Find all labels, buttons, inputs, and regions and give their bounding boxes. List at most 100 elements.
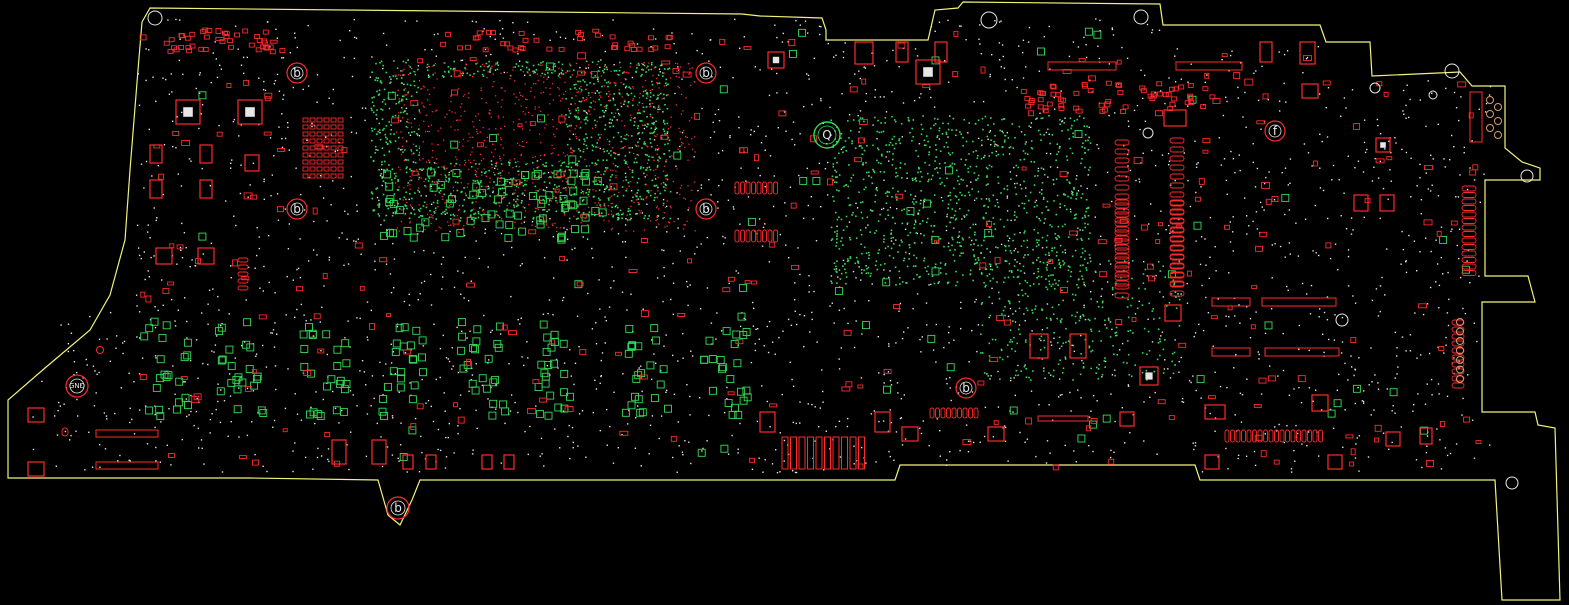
pad <box>665 391 667 393</box>
pad <box>1244 91 1246 94</box>
via <box>1072 132 1074 135</box>
pad <box>77 415 79 417</box>
via <box>373 96 375 98</box>
pad <box>1040 339 1042 342</box>
via <box>1097 305 1100 308</box>
pad <box>1463 146 1465 149</box>
pad <box>967 132 969 134</box>
pad <box>985 198 988 200</box>
via <box>373 128 376 130</box>
via <box>1151 264 1154 267</box>
pad <box>1260 393 1263 395</box>
via <box>848 164 850 166</box>
via <box>990 165 993 168</box>
pad <box>1440 256 1442 259</box>
via <box>988 231 990 233</box>
pad <box>1225 179 1228 182</box>
pad <box>151 175 153 177</box>
via <box>665 174 667 177</box>
via <box>497 172 500 175</box>
pad <box>1489 444 1491 446</box>
pad <box>1087 174 1089 176</box>
pad <box>1085 56 1088 59</box>
via <box>881 155 883 157</box>
pad <box>106 338 108 340</box>
pad <box>546 210 548 213</box>
via <box>436 199 439 202</box>
via <box>869 231 871 233</box>
via <box>832 195 834 198</box>
pad <box>1033 272 1035 275</box>
pad <box>119 454 121 457</box>
via <box>1041 117 1044 119</box>
pad <box>1214 430 1216 432</box>
via <box>1029 285 1031 287</box>
pad <box>595 322 597 324</box>
via <box>633 95 636 98</box>
pad <box>55 465 57 467</box>
via <box>922 220 924 222</box>
pad <box>1362 171 1365 173</box>
pad <box>419 135 421 137</box>
pad <box>391 454 394 456</box>
pad <box>671 32 673 34</box>
via <box>860 211 863 214</box>
via <box>998 297 1001 300</box>
via <box>1103 360 1106 362</box>
via <box>618 114 621 116</box>
pad <box>898 66 900 68</box>
pad <box>1374 157 1376 160</box>
pad <box>475 363 477 365</box>
via <box>960 158 962 161</box>
pad <box>783 111 786 113</box>
pad <box>1069 391 1071 394</box>
pad <box>691 33 693 35</box>
via <box>598 171 600 173</box>
pad <box>1467 374 1469 376</box>
via <box>1075 322 1077 324</box>
via <box>883 238 885 241</box>
via <box>983 281 985 284</box>
via <box>489 195 491 197</box>
pad <box>712 121 714 124</box>
via <box>972 151 975 153</box>
via <box>1062 299 1064 302</box>
via <box>608 140 611 143</box>
via <box>1061 130 1063 132</box>
pad <box>153 255 155 257</box>
pad <box>524 74 526 76</box>
pad <box>638 132 640 134</box>
pad <box>463 297 465 299</box>
via <box>565 123 568 126</box>
pad <box>1309 313 1312 315</box>
pad <box>600 375 602 378</box>
pad <box>1001 44 1004 46</box>
via <box>993 223 995 225</box>
pad <box>1256 167 1259 170</box>
via <box>434 172 436 174</box>
pad <box>1485 102 1488 105</box>
pad <box>211 350 213 352</box>
pad <box>1111 328 1113 331</box>
pad <box>332 180 334 182</box>
pad <box>1129 169 1132 172</box>
capacitor <box>243 318 252 327</box>
capacitor <box>246 343 255 352</box>
pad <box>895 239 897 241</box>
via <box>997 182 1000 184</box>
pad <box>790 324 793 326</box>
pad <box>502 37 505 39</box>
pad <box>414 417 417 420</box>
pad <box>1151 149 1153 152</box>
pad <box>1425 125 1427 128</box>
pad <box>1149 396 1151 398</box>
via <box>1039 133 1042 136</box>
via <box>898 138 901 140</box>
pad <box>328 97 330 99</box>
via <box>542 163 544 166</box>
via <box>834 157 836 159</box>
via <box>934 263 937 266</box>
pad <box>573 38 575 41</box>
via <box>585 174 588 176</box>
